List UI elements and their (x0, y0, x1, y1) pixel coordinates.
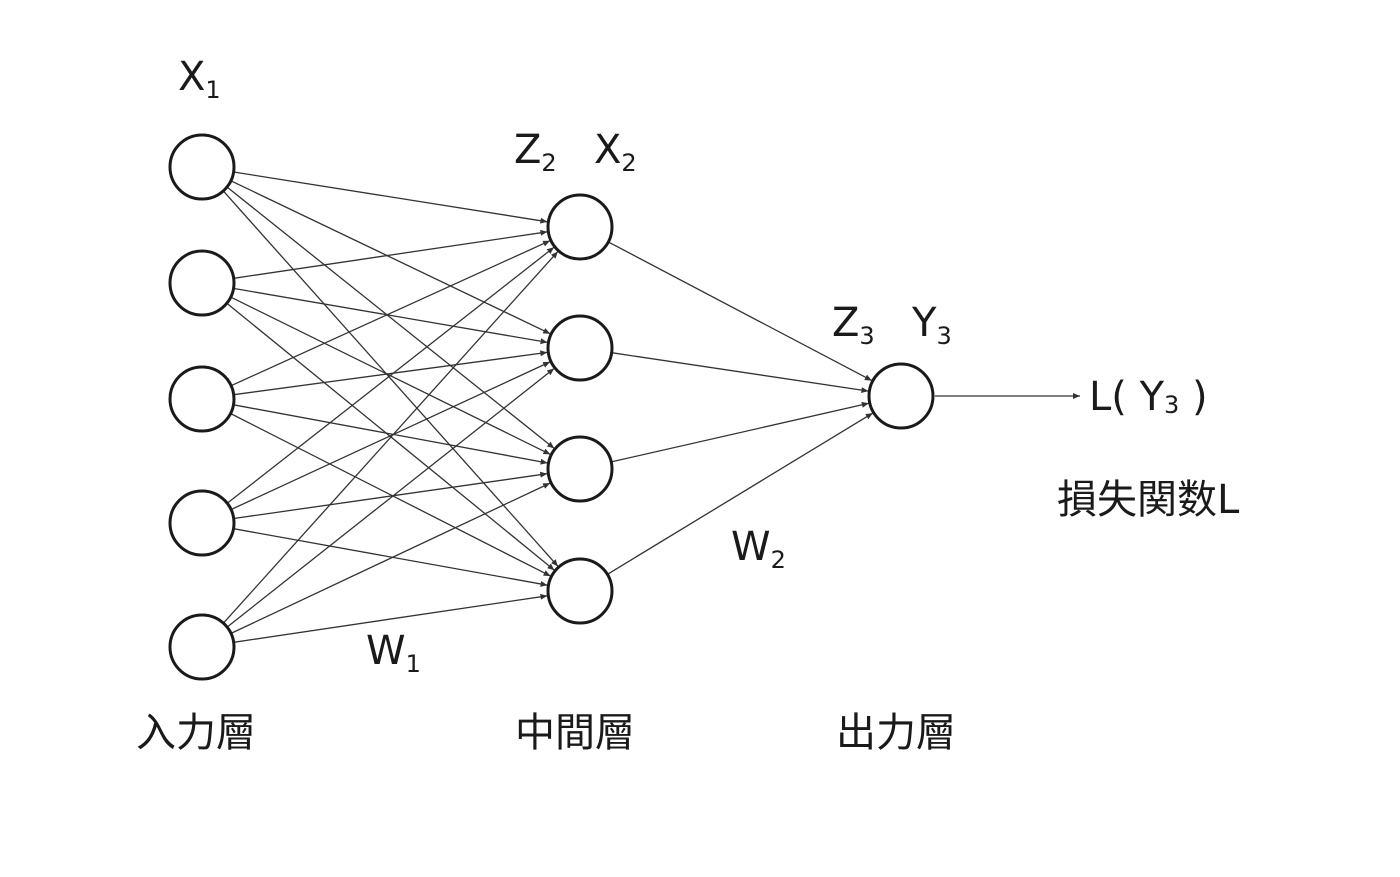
hidden-node-4 (546, 557, 614, 625)
edge-hidden-1-output-1 (607, 241, 873, 382)
edge-input-1-hidden-1 (233, 171, 548, 224)
edge-hidden-4-output-1 (606, 412, 874, 575)
input-node-2 (168, 249, 236, 317)
edge-input-4-hidden-4 (233, 528, 548, 587)
edge-input-2-hidden-2 (233, 287, 548, 345)
input-node-1 (168, 133, 236, 201)
edge-input-4-hidden-1 (226, 246, 555, 504)
edge-input-1-hidden-4 (222, 190, 559, 567)
weight-w2-label: W2 (731, 524, 786, 574)
loss-function-name: 損失関数L (1057, 477, 1240, 523)
input-node-3 (168, 365, 236, 433)
edge-input-2-hidden-1 (233, 229, 548, 279)
edge-input-1-hidden-2 (230, 180, 551, 335)
edge-input-4-hidden-2 (230, 361, 551, 511)
edge-input-5-hidden-2 (226, 367, 555, 628)
loss-expression: L( Y3 ) (1089, 374, 1208, 420)
output-node-1 (867, 362, 935, 430)
input-node-4 (168, 489, 236, 557)
edge-input-5-hidden-1 (222, 251, 559, 624)
hidden-layer-label: 中間層 (515, 710, 635, 756)
edge-input-3-hidden-3 (233, 404, 548, 465)
edge-input-1-hidden-3 (226, 186, 555, 449)
hidden-x-label: X2 (594, 127, 637, 177)
edge-input-3-hidden-2 (233, 350, 548, 396)
hidden-node-1 (546, 193, 614, 261)
hidden-node-3 (546, 435, 614, 503)
network-nodes (168, 133, 935, 681)
edge-hidden-3-output-1 (611, 401, 869, 463)
input-node-5 (168, 613, 236, 681)
output-layer-label: 出力層 (836, 710, 956, 756)
edge-input-5-hidden-3 (230, 482, 551, 634)
connection-edges (222, 171, 874, 643)
edge-input-5-hidden-4 (233, 593, 548, 643)
weight-w1-label: W1 (366, 628, 421, 678)
edge-input-4-hidden-3 (233, 471, 548, 520)
edge-input-3-hidden-4 (230, 412, 551, 577)
hidden-z-label: Z2 (514, 127, 557, 177)
edge-input-3-hidden-1 (230, 240, 551, 387)
edge-hidden-2-output-1 (611, 352, 869, 394)
hidden-node-2 (546, 314, 614, 382)
output-y-label: Y3 (911, 300, 952, 350)
output-z-label: Z3 (832, 300, 875, 350)
input-var-label: X1 (178, 54, 221, 104)
input-layer-label: 入力層 (136, 710, 256, 756)
